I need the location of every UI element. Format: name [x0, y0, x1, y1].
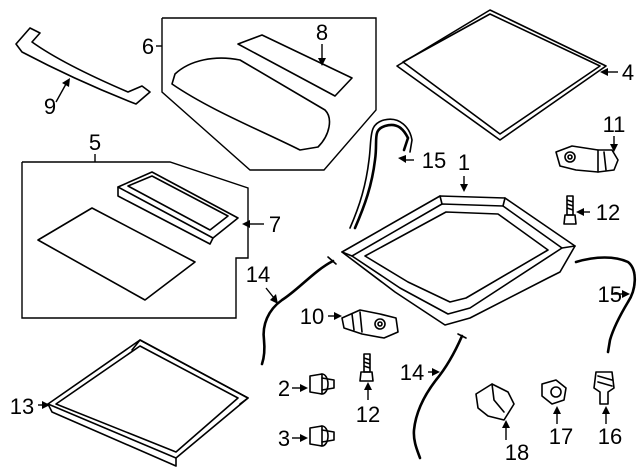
- callout-15-upper: 15: [422, 148, 446, 173]
- part-14-tube-left: [260, 256, 337, 366]
- part-9-strip: [15, 27, 151, 105]
- part-16-clip: [593, 371, 615, 405]
- callout-4: 4: [622, 60, 634, 85]
- callout-1: 1: [458, 150, 470, 175]
- part-17-clip: [541, 379, 567, 405]
- part-7-shade: [117, 171, 239, 245]
- part-6-group-box: [161, 17, 377, 171]
- callout-8: 8: [316, 20, 328, 45]
- callout-7: 7: [269, 212, 281, 237]
- part-11-motor: [555, 145, 619, 173]
- part-15-drain-tube-right: [574, 256, 637, 354]
- callout-12-lower: 12: [356, 402, 380, 427]
- callout-5: 5: [89, 130, 101, 155]
- part-2-screw: [309, 373, 335, 395]
- part-12-bolt-lower: [359, 353, 374, 382]
- part-12-bolt-upper: [563, 195, 577, 225]
- callout-16: 16: [598, 424, 622, 449]
- part-6-panel: [171, 57, 331, 151]
- callout-10: 10: [300, 304, 324, 329]
- part-4-seal: [396, 9, 607, 141]
- part-5-glass-panel: [37, 207, 196, 301]
- callout-13: 13: [10, 394, 34, 419]
- part-13-sunshade: [47, 339, 249, 467]
- part-15-drain-tube-upper: [349, 118, 413, 230]
- callout-3: 3: [278, 426, 290, 451]
- callout-labels: 9 6 8 4 5 7 15 1 11 12 14 15 10 14 12 13…: [10, 20, 634, 465]
- part-8-glass: [237, 34, 353, 97]
- callout-15-right: 15: [598, 282, 622, 307]
- part-14-tube-lower: [412, 333, 467, 460]
- callout-9: 9: [44, 94, 56, 119]
- part-3-screw: [309, 425, 335, 447]
- part-5-group-box: [21, 161, 249, 319]
- callout-6: 6: [142, 34, 154, 59]
- callout-14-lower: 14: [400, 360, 424, 385]
- callout-12-upper: 12: [596, 200, 620, 225]
- part-10-motor: [341, 309, 399, 339]
- callout-17: 17: [549, 424, 573, 449]
- callout-18: 18: [505, 440, 529, 465]
- callout-2: 2: [278, 376, 290, 401]
- leader-lines: [38, 44, 630, 442]
- callout-14-left: 14: [246, 262, 270, 287]
- callout-11: 11: [603, 112, 626, 137]
- part-18-clip: [475, 383, 515, 421]
- part-1-frame: [341, 195, 576, 326]
